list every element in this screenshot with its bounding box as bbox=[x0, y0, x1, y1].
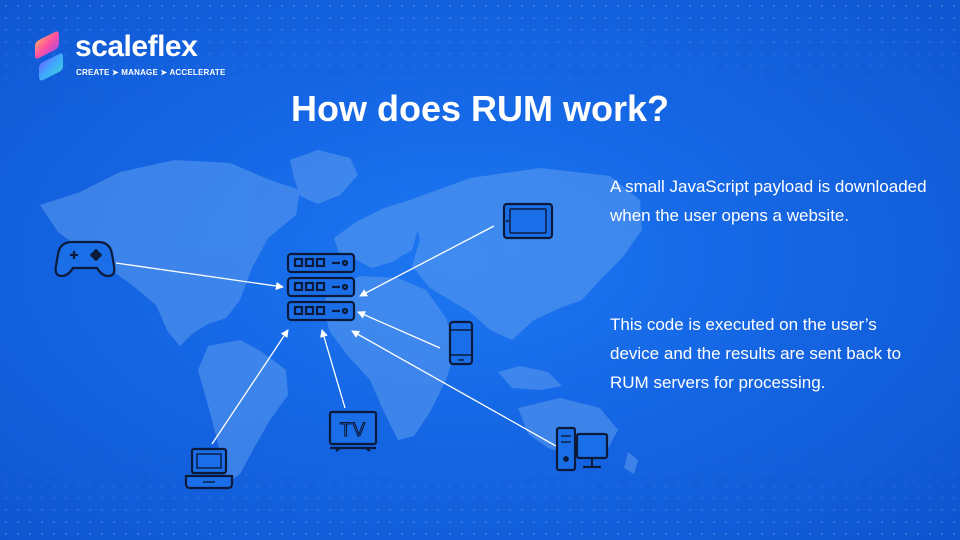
game-controller-icon bbox=[54, 240, 116, 278]
tablet-icon bbox=[502, 202, 554, 240]
slide-title: How does RUM work? bbox=[290, 88, 670, 129]
africa bbox=[322, 276, 456, 440]
new-zealand bbox=[624, 452, 638, 474]
connector-tv-server bbox=[320, 329, 346, 409]
server-rack-icon bbox=[286, 252, 356, 322]
indonesia bbox=[498, 366, 562, 390]
description-paragraph-1: A small JavaScript payload is downloaded… bbox=[610, 177, 927, 225]
asia bbox=[410, 168, 642, 340]
connector-phone-server bbox=[357, 311, 441, 349]
north-america bbox=[40, 160, 300, 346]
connector-tablet-server bbox=[359, 225, 495, 297]
connector-laptop-server bbox=[211, 329, 289, 445]
connector-controller-server bbox=[115, 262, 284, 290]
brand-name: scaleflex bbox=[75, 30, 198, 63]
laptop-icon bbox=[184, 447, 234, 490]
europe bbox=[334, 200, 420, 268]
desktop-computer-icon bbox=[555, 426, 609, 472]
brand-tagline: CREATE ➤ MANAGE ➤ ACCELERATE bbox=[76, 68, 226, 77]
greenland bbox=[290, 150, 358, 204]
description-paragraph-2: This code is executed on the user’s devi… bbox=[610, 315, 902, 392]
television-icon: TV bbox=[328, 410, 378, 452]
smartphone-icon bbox=[448, 320, 474, 366]
tv-screen-label: TV bbox=[340, 420, 366, 441]
connector-desktop-server bbox=[351, 330, 557, 447]
connectors bbox=[115, 225, 557, 447]
scaleflex-logo: scaleflex CREATE ➤ MANAGE ➤ ACCELERATE bbox=[33, 28, 233, 84]
scaleflex-mark-icon bbox=[35, 31, 63, 81]
